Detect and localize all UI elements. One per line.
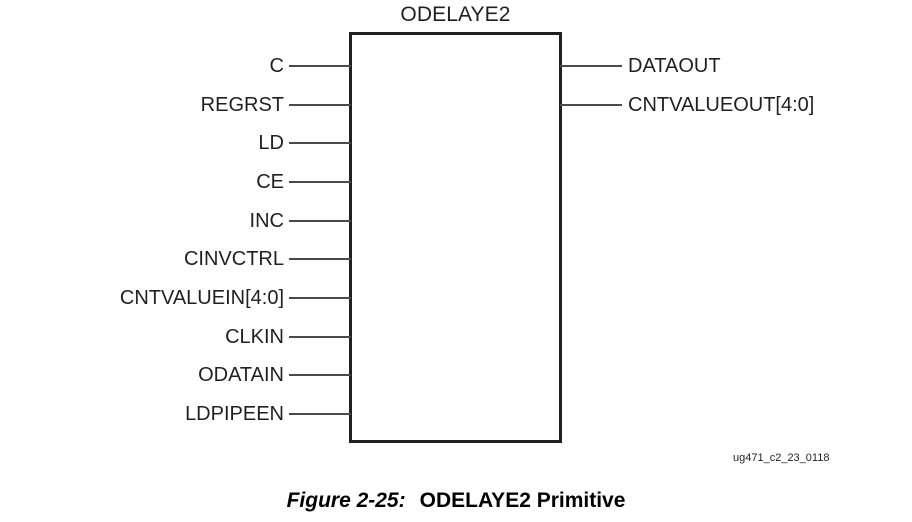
input-pin-label: REGRST bbox=[200, 93, 284, 116]
output-pin-label: DATAOUT bbox=[628, 55, 721, 77]
left-pin-wire bbox=[289, 412, 351, 415]
output-pin-label: CNTVALUEOUT[4:0] bbox=[628, 93, 815, 116]
left-pin-wire bbox=[289, 65, 351, 67]
right-pin-wire bbox=[560, 65, 622, 67]
left-pin-wire bbox=[289, 180, 351, 183]
left-pin-wire bbox=[289, 374, 351, 377]
input-pin-label: CINVCTRL bbox=[183, 248, 284, 271]
block-title: ODELAYE2 bbox=[400, 3, 511, 26]
primitive-block-rectangle bbox=[349, 32, 562, 443]
left-pin-wire bbox=[289, 103, 351, 106]
input-pin-label: CE bbox=[256, 170, 284, 193]
left-pin-wire bbox=[289, 219, 351, 222]
left-pin-wire bbox=[289, 296, 351, 299]
input-pin-label: C bbox=[269, 55, 284, 77]
input-pin-label: ODATAIN bbox=[198, 364, 284, 387]
figure-caption-number: Figure 2-25: bbox=[286, 489, 406, 512]
figure-caption: Figure 2-25: ODELAYE2 Primitive bbox=[0, 488, 912, 514]
artwork-reference-id: ug471_c2_23_0118 bbox=[733, 452, 830, 464]
input-pin-label: LD bbox=[258, 132, 284, 155]
right-pin-wire bbox=[560, 103, 622, 106]
left-pin-wire bbox=[289, 142, 351, 145]
input-pin-label: CLKIN bbox=[225, 325, 284, 348]
input-pin-label: CNTVALUEIN[4:0] bbox=[119, 286, 284, 309]
input-pin-label: INC bbox=[249, 209, 284, 232]
left-pin-wire bbox=[289, 335, 351, 338]
input-pin-label: LDPIPEEN bbox=[185, 402, 284, 425]
left-pin-wire bbox=[289, 258, 351, 261]
figure-caption-text: ODELAYE2 Primitive bbox=[419, 489, 626, 512]
